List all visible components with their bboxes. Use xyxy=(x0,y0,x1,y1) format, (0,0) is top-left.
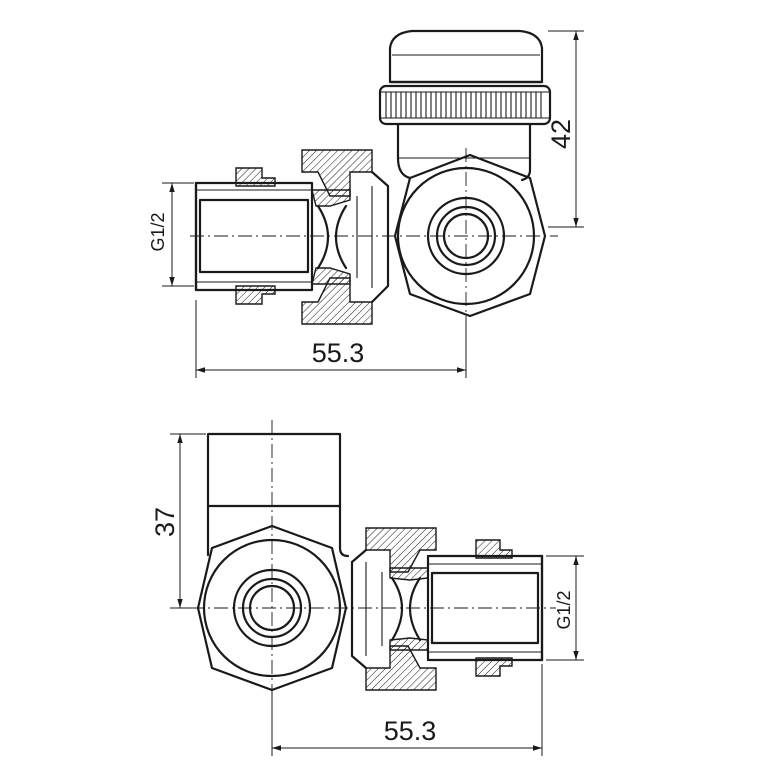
tailpiece xyxy=(194,167,314,305)
dimension-height-42: 42 xyxy=(546,30,584,228)
sleeve xyxy=(311,189,351,285)
sleeve-bottom xyxy=(389,567,429,651)
dimension-height-37: 37 xyxy=(150,433,206,609)
union-nut xyxy=(301,149,390,325)
dim-height-label: 42 xyxy=(546,119,576,149)
dim-length-label: 55.3 xyxy=(312,338,365,368)
knurled-ring xyxy=(378,84,552,126)
dimension-length-top: 55.3 xyxy=(195,300,467,378)
dim-thread-bottom-label: G1/2 xyxy=(554,590,574,629)
valve-cap xyxy=(388,29,544,84)
dim-length-bottom-label: 55.3 xyxy=(384,716,437,746)
dimension-thread-bottom: G1/2 xyxy=(546,555,584,661)
dimension-length-bottom: 55.3 xyxy=(271,664,543,756)
bottom-view: 37 G1/2 55.3 xyxy=(150,420,584,756)
dim-height-37-label: 37 xyxy=(150,507,180,537)
top-view: 42 G1/2 55.3 xyxy=(148,29,584,378)
union-nut-bottom xyxy=(350,527,437,691)
dimension-thread-top: G1/2 xyxy=(148,182,194,287)
valve-body-stem xyxy=(206,420,350,756)
dim-thread-label: G1/2 xyxy=(148,212,168,251)
